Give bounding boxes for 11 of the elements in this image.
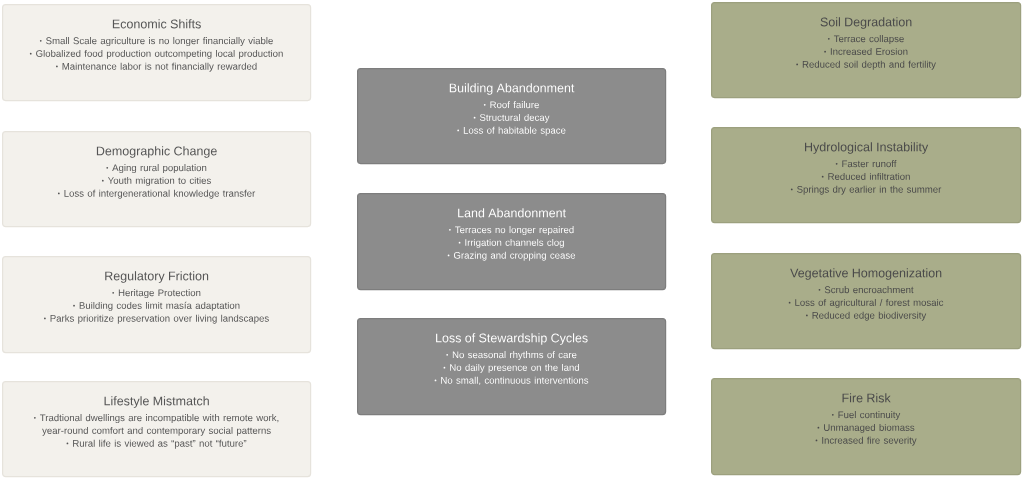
info-box: Soil Degradation Terrace collapse Increased Erosion Reduced soil depth and fertility	[711, 2, 1022, 99]
info-box: Vegetative Homogenization Scrub encroachment Loss of agricultural / forest mosaic Reduced edge biodiversity	[711, 253, 1022, 350]
info-box: Demographic Change Aging rural population Youth migration to cities Loss of intergenerational knowledge transfer	[2, 131, 312, 228]
info-box: Lifestyle Mistmatch Tradtional dwellings are incompatible with remote work, year-round comfort and contemporary social patterns Rural life is viewed as “past” not “future”	[2, 381, 312, 478]
info-box: Fire Risk Fuel continuity Unmanaged biomass Increased fire severity	[711, 378, 1022, 476]
info-box: Economic Shifts Small Scale agriculture is no longer financially viable Globalized food production outcompeting local production Maintenance labor is not financially rewarded	[2, 4, 312, 102]
info-box: Building Abandonment Roof failure Structural decay Loss of habitable space	[357, 68, 667, 165]
info-box: Loss of Stewardship Cycles No seasonal rhythms of care No daily presence on the land No small, continuous interventions	[357, 318, 667, 416]
info-box: Hydrological Instability Faster runoff Reduced infiltration Springs dry earlier in the summer	[711, 127, 1022, 224]
info-box: Land Abandonment Terraces no longer repaired Irrigation channels clog Grazing and cropping cease	[357, 193, 667, 291]
info-box: Regulatory Friction Heritage Protection Building codes limit masía adaptation Parks prioritize preservation over living landscapes	[2, 256, 312, 354]
